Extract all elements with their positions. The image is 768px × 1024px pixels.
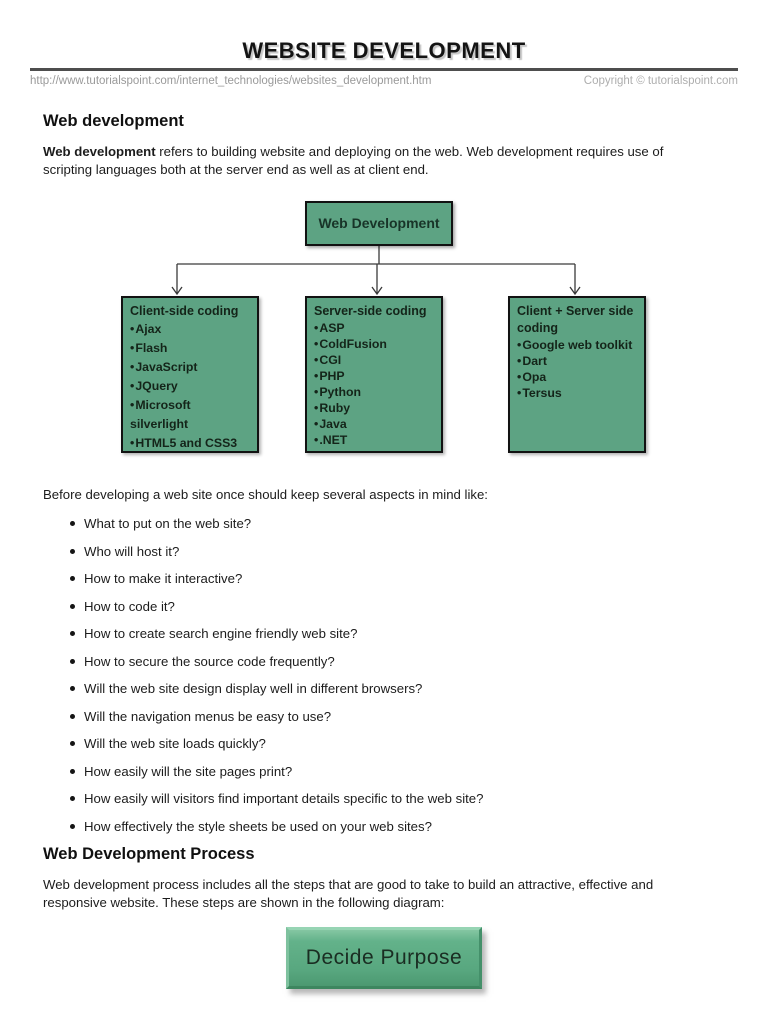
diagram-box-item: Ruby — [314, 400, 434, 416]
diagram-connector-lines — [171, 245, 581, 295]
aspects-lead: Before developing a web site once should… — [43, 486, 488, 502]
aspects-list: What to put on the web site? Who will hos… — [43, 515, 738, 835]
diagram-box: Server-side codingASPColdFusionCGIPHPPyt… — [305, 295, 443, 453]
web-development-section: Web development Web development refers t… — [43, 112, 738, 179]
diagram-box-items: ASPColdFusionCGIPHPPythonRubyJava.NET — [314, 320, 434, 448]
aspects-list-item: How easily will visitors find important … — [70, 790, 738, 807]
diagram-box: Client-side codingAjaxFlashJavaScriptJQu… — [121, 295, 259, 453]
aspects-list-item: Will the web site loads quickly? — [70, 735, 738, 752]
process-paragraph: Web development process includes all the… — [43, 877, 654, 911]
intro-paragraph-rest: refers to building website and deploying… — [43, 144, 664, 177]
page-header: WEBSITE DEVELOPMENT http://www.tutorials… — [30, 38, 738, 88]
diagram-box-item: Opa — [517, 369, 637, 385]
diagram-box-item: CGI — [314, 352, 434, 368]
diagram-box-item: Microsoft silverlight — [130, 396, 250, 434]
diagram-box-item: JQuery — [130, 377, 250, 396]
aspects-list-item: How easily will the site pages print? — [70, 763, 738, 780]
section-heading-web-development-process: Web Development Process — [43, 845, 255, 864]
intro-paragraph: Web development refers to building websi… — [43, 143, 691, 179]
diagram-box-items: Google web toolkitDartOpaTersus — [517, 337, 637, 401]
diagram-root-label: Web Development — [318, 215, 440, 232]
diagram-box-item: Python — [314, 384, 434, 400]
section-heading-web-development: Web development — [43, 112, 184, 130]
diagram-box-item: Tersus — [517, 385, 637, 401]
diagram-box-title: Server-side coding — [314, 303, 427, 318]
intro-paragraph-bold: Web development — [43, 144, 156, 159]
diagram-box-item: .NET — [314, 432, 434, 448]
aspects-list-item: How to create search engine friendly web… — [70, 625, 738, 642]
diagram-box-item: Java — [314, 416, 434, 432]
aspects-list-item: How to secure the source code frequently… — [70, 653, 738, 670]
diagram-box-item: Google web toolkit — [517, 337, 637, 353]
header-divider — [30, 68, 738, 71]
aspects-list-item: Will the navigation menus be easy to use… — [70, 708, 738, 725]
source-url: http://www.tutorialspoint.com/internet_t… — [30, 75, 432, 87]
copyright-text: Copyright © tutorialspoint.com — [583, 75, 738, 87]
aspects-list-item: What to put on the web site? — [70, 515, 738, 532]
diagram-box-items: AjaxFlashJavaScriptJQueryMicrosoft silve… — [130, 320, 250, 453]
aspects-list-item: How to code it? — [70, 598, 738, 615]
diagram-box-title: Client + Server side coding — [517, 303, 634, 335]
diagram-box-item: Dart — [517, 353, 637, 369]
web-development-diagram: Web Development Client-side codingAjaxFl… — [30, 200, 738, 453]
aspects-list-item: How to make it interactive? — [70, 570, 738, 587]
aspects-list-item: Will the web site design display well in… — [70, 680, 738, 697]
decide-purpose-box: Decide Purpose — [286, 927, 482, 990]
diagram-box-title: Client-side coding — [130, 303, 239, 318]
diagram-box-item: Ajax — [130, 320, 250, 339]
diagram-box-item: ASP — [314, 320, 434, 336]
process-section: Web Development Process Web development … — [43, 845, 738, 912]
diagram-box-item: ColdFusion — [314, 336, 434, 352]
aspects-section: Before developing a web site once should… — [43, 486, 738, 835]
decide-purpose-label: Decide Purpose — [305, 946, 463, 970]
aspects-list-item: Who will host it? — [70, 543, 738, 560]
diagram-box-item: JavaScript — [130, 358, 250, 377]
diagram-box: Client + Server side codingGoogle web to… — [508, 295, 646, 453]
diagram-box-item: PHP — [314, 368, 434, 384]
aspects-list-item: How effectively the style sheets be used… — [70, 818, 738, 835]
diagram-box-item: Flash — [130, 339, 250, 358]
diagram-root-box: Web Development — [305, 200, 453, 246]
source-line: http://www.tutorialspoint.com/internet_t… — [30, 74, 738, 88]
page-title: WEBSITE DEVELOPMENT — [242, 38, 526, 63]
diagram-box-item: HTML5 and CSS3 — [130, 434, 250, 453]
